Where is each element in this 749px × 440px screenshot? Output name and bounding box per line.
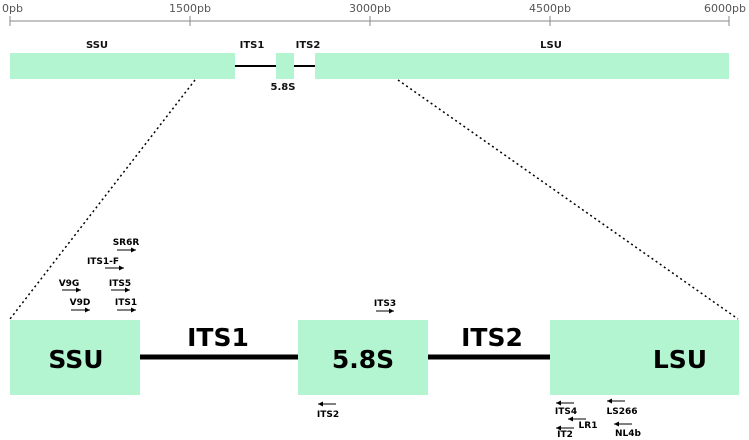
scale-label-6000: 6000pb: [704, 2, 746, 15]
scale-label-4500: 4500pb: [529, 2, 571, 15]
detail-5-8s-label: 5.8S: [332, 345, 394, 374]
primer-its5-label: ITS5: [109, 279, 131, 289]
overview-its2-label: ITS2: [296, 40, 321, 51]
scale-label-0: 0pb: [2, 2, 23, 15]
detail-lsu-block: [550, 320, 739, 395]
zoom-line-right: [397, 79, 739, 320]
primer-v9g-label: V9G: [59, 279, 80, 289]
detail-its1-label: ITS1: [187, 323, 249, 352]
forward-primers: SR6R ITS1-F V9G ITS5 V9D ITS1 ITS3: [59, 238, 396, 314]
detail-row: SSU ITS1 5.8S ITS2 LSU: [10, 320, 739, 395]
detail-5-8s-block: [298, 320, 428, 395]
detail-ssu-block: [10, 320, 140, 395]
overview-its1-label: ITS1: [240, 40, 265, 51]
reverse-primers: ITS2 ITS4 LS266 LR1 IT2 NL4b: [317, 398, 642, 440]
primer-it2-label: IT2: [557, 430, 573, 440]
overview-ssu-label: SSU: [86, 40, 108, 51]
scale-label-3000: 3000pb: [349, 2, 391, 15]
detail-ssu-label: SSU: [48, 345, 103, 374]
detail-its2-label: ITS2: [461, 323, 523, 352]
primer-ls266-label: LS266: [606, 407, 637, 417]
primer-its1-label: ITS1: [115, 298, 137, 308]
primer-nl4b-label: NL4b: [615, 429, 642, 439]
overview-row: SSU ITS1 ITS2 5.8S LSU: [10, 40, 729, 93]
primer-its4-label: ITS4: [555, 407, 577, 417]
primer-its2-label: ITS2: [317, 410, 339, 420]
overview-lsu-block: [315, 53, 729, 79]
primer-lr1-label: LR1: [579, 421, 598, 431]
overview-ssu-block: [10, 53, 235, 79]
detail-lsu-label: LSU: [653, 345, 707, 374]
primer-its3-label: ITS3: [374, 299, 396, 309]
zoom-line-left: [9, 79, 196, 320]
primer-v9d-label: V9D: [70, 298, 91, 308]
scale-label-1500: 1500pb: [169, 2, 211, 15]
overview-5-8s-label: 5.8S: [271, 82, 296, 93]
primer-sr6r-label: SR6R: [113, 238, 140, 248]
overview-5-8s-block: [276, 53, 294, 79]
primer-its1-f-label: ITS1-F: [87, 257, 119, 267]
overview-lsu-label: LSU: [540, 40, 562, 51]
scale-bar: 0pb 1500pb 3000pb 4500pb 6000pb: [2, 2, 746, 26]
